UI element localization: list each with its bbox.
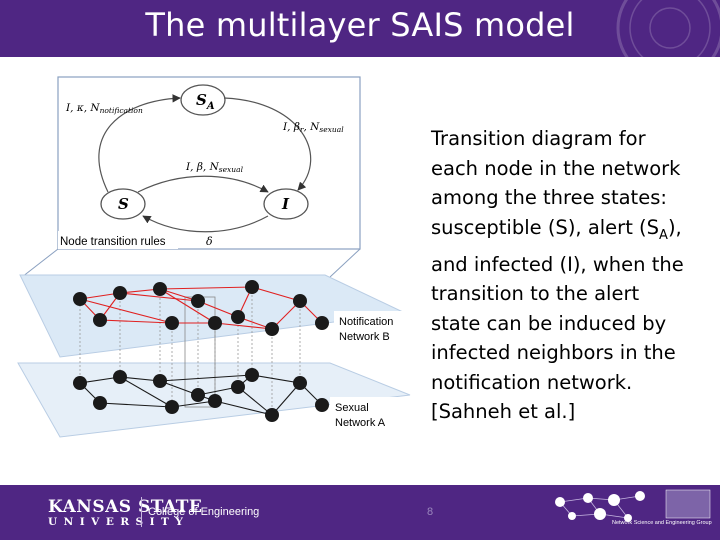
- layer-a-label-line1: Sexual: [335, 402, 369, 414]
- layer-b-label-line1: Notification: [339, 316, 393, 328]
- desc-line-3: among the three states:: [431, 186, 667, 209]
- research-group-logo: [555, 489, 711, 522]
- page-number: 8: [426, 506, 434, 518]
- desc-line-9: notification network.: [431, 370, 633, 394]
- state-infected-label: I: [281, 195, 290, 213]
- multilayer-network-figure: SA S I I, κ, Nnotification I, βr, Nsexua…: [17, 76, 411, 438]
- edge-sa-to-i-label: I, βr, Nsexual: [282, 121, 344, 134]
- edge-i-to-s-label: δ: [206, 235, 213, 248]
- state-infected-node: [263, 188, 309, 220]
- state-alert-node: [180, 84, 226, 116]
- zoom-line-right: [329, 248, 361, 278]
- desc-line-4-sub: A: [659, 227, 668, 243]
- desc-line-4-end: ),: [667, 215, 682, 239]
- slide-description: Transition diagram for each node in the …: [431, 124, 701, 427]
- desc-line-8: infected neighbors in the: [431, 341, 676, 365]
- state-alert-label: SA: [196, 91, 215, 112]
- edge-sa-to-i: [223, 97, 312, 191]
- edge-s-to-sa: [98, 94, 181, 193]
- notification-network-nodes: [73, 280, 329, 336]
- desc-line-1: Transition diagram for: [431, 127, 646, 150]
- layer-a-label-bg: [330, 397, 400, 431]
- zoom-line-left: [21, 248, 59, 278]
- layer-a-label-line2: Network A: [335, 417, 386, 429]
- university-seal-watermark: [616, 0, 720, 57]
- slide-header: The multilayer SAIS model: [0, 0, 720, 57]
- desc-line-7: state can be induced by: [431, 311, 667, 335]
- layer-b-label-line2: Network B: [339, 331, 390, 343]
- university-word: UNIVERSITY: [48, 516, 190, 528]
- state-susceptible-node: [100, 188, 146, 220]
- slide-title: The multilayer SAIS model: [145, 6, 575, 44]
- desc-line-4: susceptible (S), alert (S: [431, 215, 660, 239]
- node-rules-label-bg: [58, 231, 178, 249]
- desc-line-10: [Sahneh et al.]: [431, 400, 576, 424]
- university-name: KANSAS STATE: [48, 497, 203, 517]
- node-rules-label: Node transition rules: [60, 236, 166, 248]
- state-susceptible-label: S: [118, 195, 129, 213]
- sexual-network-nodes: [73, 368, 329, 422]
- research-group-name: Network Science and Engineering Group: [612, 520, 712, 526]
- college-name: College of Engineering: [148, 506, 260, 518]
- desc-line-6: transition to the alert: [431, 282, 640, 306]
- layer-b-label-bg: [334, 311, 408, 345]
- desc-line-2: each node in the network: [431, 156, 681, 180]
- edge-i-to-s: [142, 215, 269, 233]
- desc-line-5: and infected (I), when the: [431, 252, 684, 276]
- edge-s-to-i-label: I, β, Nsexual: [185, 161, 244, 174]
- edge-s-to-sa-label: I, κ, Nnotification: [65, 102, 143, 115]
- edge-s-to-i: [137, 175, 269, 193]
- footer-divider: [141, 497, 142, 527]
